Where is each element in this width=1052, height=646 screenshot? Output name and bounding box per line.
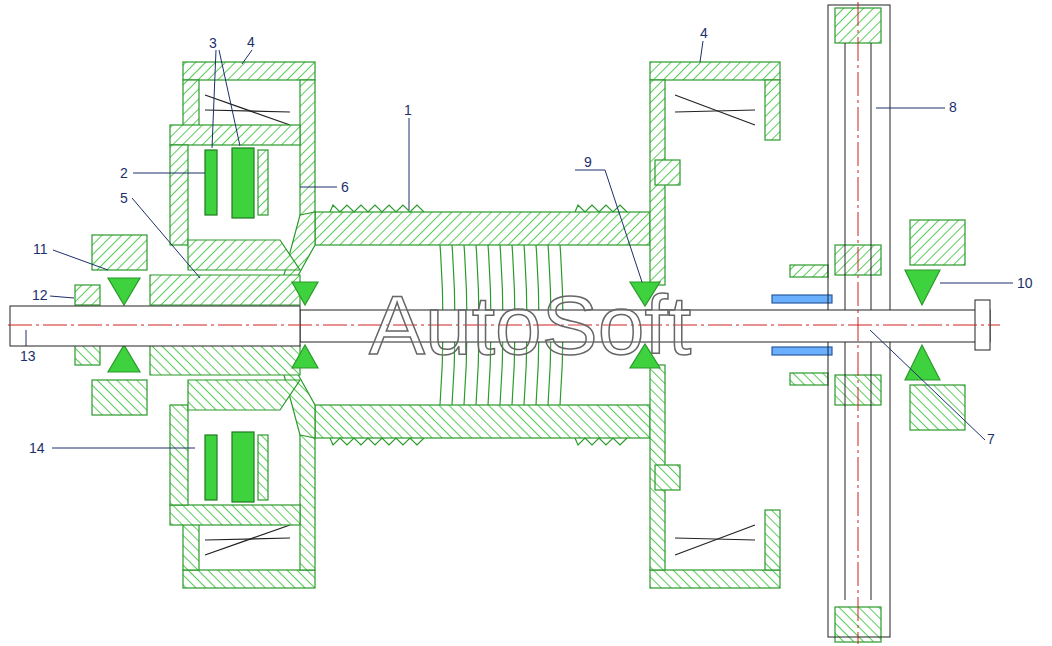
callout-number: 7 bbox=[986, 432, 996, 446]
callout-number: 4 bbox=[699, 26, 709, 40]
callout-number: 4 bbox=[246, 35, 256, 49]
callout-number: 1 bbox=[403, 103, 413, 117]
callout-number: 13 bbox=[19, 349, 37, 363]
callout-number: 9 bbox=[583, 155, 593, 169]
callout-number: 2 bbox=[119, 166, 129, 180]
callout-number: 12 bbox=[31, 288, 49, 302]
callout-number: 8 bbox=[948, 100, 958, 114]
callout-number: 11 bbox=[32, 242, 49, 256]
callout-number: 5 bbox=[119, 191, 129, 205]
callout-number: 6 bbox=[340, 180, 350, 194]
callout-number: 14 bbox=[28, 441, 46, 455]
callout-number: 3 bbox=[208, 36, 218, 50]
watermark: AutoSoft bbox=[369, 283, 691, 367]
callout-number: 10 bbox=[1016, 276, 1034, 290]
